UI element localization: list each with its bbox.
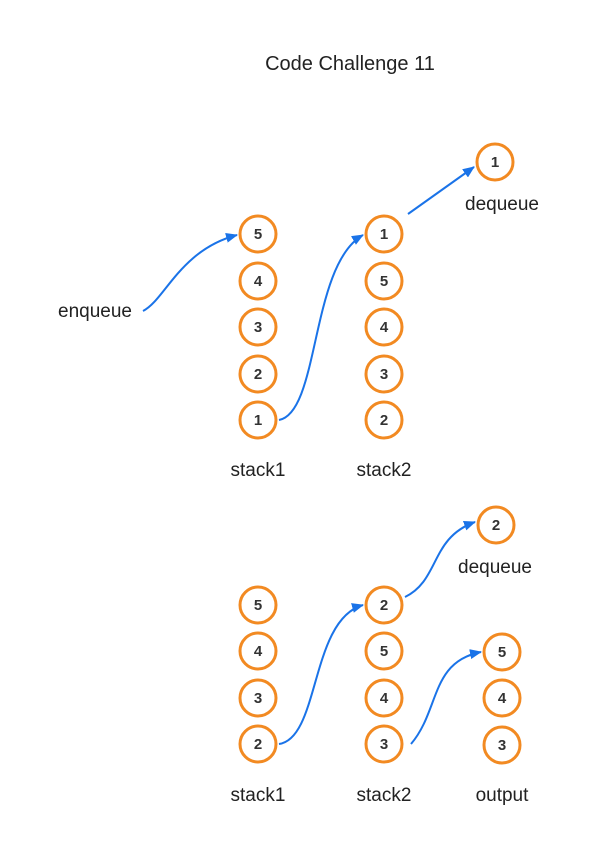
svg-text:5: 5 <box>498 644 506 661</box>
svg-text:3: 3 <box>254 690 262 707</box>
top-enqueue-label: enqueue <box>58 301 132 322</box>
top-stack2-label: stack2 <box>357 460 412 481</box>
bottom-stack2-node-2: 4 <box>364 678 404 718</box>
bottom-output-label: output <box>476 785 530 806</box>
top-stack2-node-2: 4 <box>364 307 404 347</box>
top-stack2-node-0: 1 <box>364 214 404 254</box>
svg-text:5: 5 <box>380 643 388 660</box>
svg-text:1: 1 <box>491 154 499 171</box>
top-stack2-node-4: 2 <box>364 400 404 440</box>
bottom-output: 5 4 3 <box>482 632 522 765</box>
svg-text:2: 2 <box>380 412 388 429</box>
bottom-stack1-node-0: 5 <box>238 585 278 625</box>
bottom-transfer-arrow <box>278 603 364 745</box>
svg-text:4: 4 <box>254 273 263 290</box>
bottom-output-arrow <box>410 649 482 745</box>
bottom-dequeue-label: dequeue <box>458 557 532 578</box>
top-dequeue-arrow <box>407 166 475 215</box>
bottom-output-node-0: 5 <box>482 632 522 672</box>
top-stack1-label: stack1 <box>231 460 286 481</box>
svg-text:2: 2 <box>380 597 388 614</box>
bottom-dequeued-node: 2 <box>476 505 516 545</box>
svg-text:1: 1 <box>380 226 388 243</box>
top-enqueue-arrow <box>142 232 238 312</box>
svg-text:3: 3 <box>380 736 388 753</box>
top-stack1-node-3: 2 <box>238 354 278 394</box>
bottom-stack2-node-1: 5 <box>364 631 404 671</box>
bottom-stack1-node-2: 3 <box>238 678 278 718</box>
bottom-output-node-1: 4 <box>482 678 522 718</box>
bottom-stack2-node-0: 2 <box>364 585 404 625</box>
top-stack1-node-4: 1 <box>238 400 278 440</box>
svg-text:3: 3 <box>380 366 388 383</box>
svg-text:2: 2 <box>254 366 262 383</box>
svg-text:2: 2 <box>492 517 500 534</box>
diagram-title: Code Challenge 11 <box>265 53 435 75</box>
svg-text:5: 5 <box>254 597 262 614</box>
bottom-stack1-label: stack1 <box>231 785 286 806</box>
bottom-dequeue-arrow <box>404 520 476 598</box>
svg-text:4: 4 <box>380 319 389 336</box>
top-dequeued-node: 1 <box>475 142 515 182</box>
bottom-stack1-node-3: 2 <box>238 724 278 764</box>
top-stack1-node-0: 5 <box>238 214 278 254</box>
svg-text:3: 3 <box>498 737 506 754</box>
svg-text:3: 3 <box>254 319 262 336</box>
top-stack2: 1 5 4 3 2 <box>364 214 404 440</box>
top-dequeue-label: dequeue <box>465 194 539 215</box>
bottom-stack1-node-1: 4 <box>238 631 278 671</box>
svg-text:2: 2 <box>254 736 262 753</box>
svg-text:1: 1 <box>254 412 262 429</box>
svg-text:5: 5 <box>380 273 388 290</box>
top-transfer-arrow <box>278 234 364 421</box>
bottom-output-node-2: 3 <box>482 725 522 765</box>
svg-text:4: 4 <box>254 643 263 660</box>
top-stack1-node-2: 3 <box>238 307 278 347</box>
svg-text:5: 5 <box>254 226 262 243</box>
top-stack1-node-1: 4 <box>238 261 278 301</box>
top-stack2-node-1: 5 <box>364 261 404 301</box>
top-stack2-node-3: 3 <box>364 354 404 394</box>
top-stack1: 5 4 3 2 1 <box>238 214 278 440</box>
bottom-stack1: 5 4 3 2 <box>238 585 278 764</box>
bottom-stack2: 2 5 4 3 <box>364 585 404 764</box>
bottom-section: 5 4 3 2 2 5 <box>231 505 532 806</box>
svg-text:4: 4 <box>380 690 389 707</box>
bottom-stack2-node-3: 3 <box>364 724 404 764</box>
bottom-stack2-label: stack2 <box>357 785 412 806</box>
svg-text:4: 4 <box>498 690 507 707</box>
top-section: 5 4 3 2 1 1 <box>58 142 539 481</box>
